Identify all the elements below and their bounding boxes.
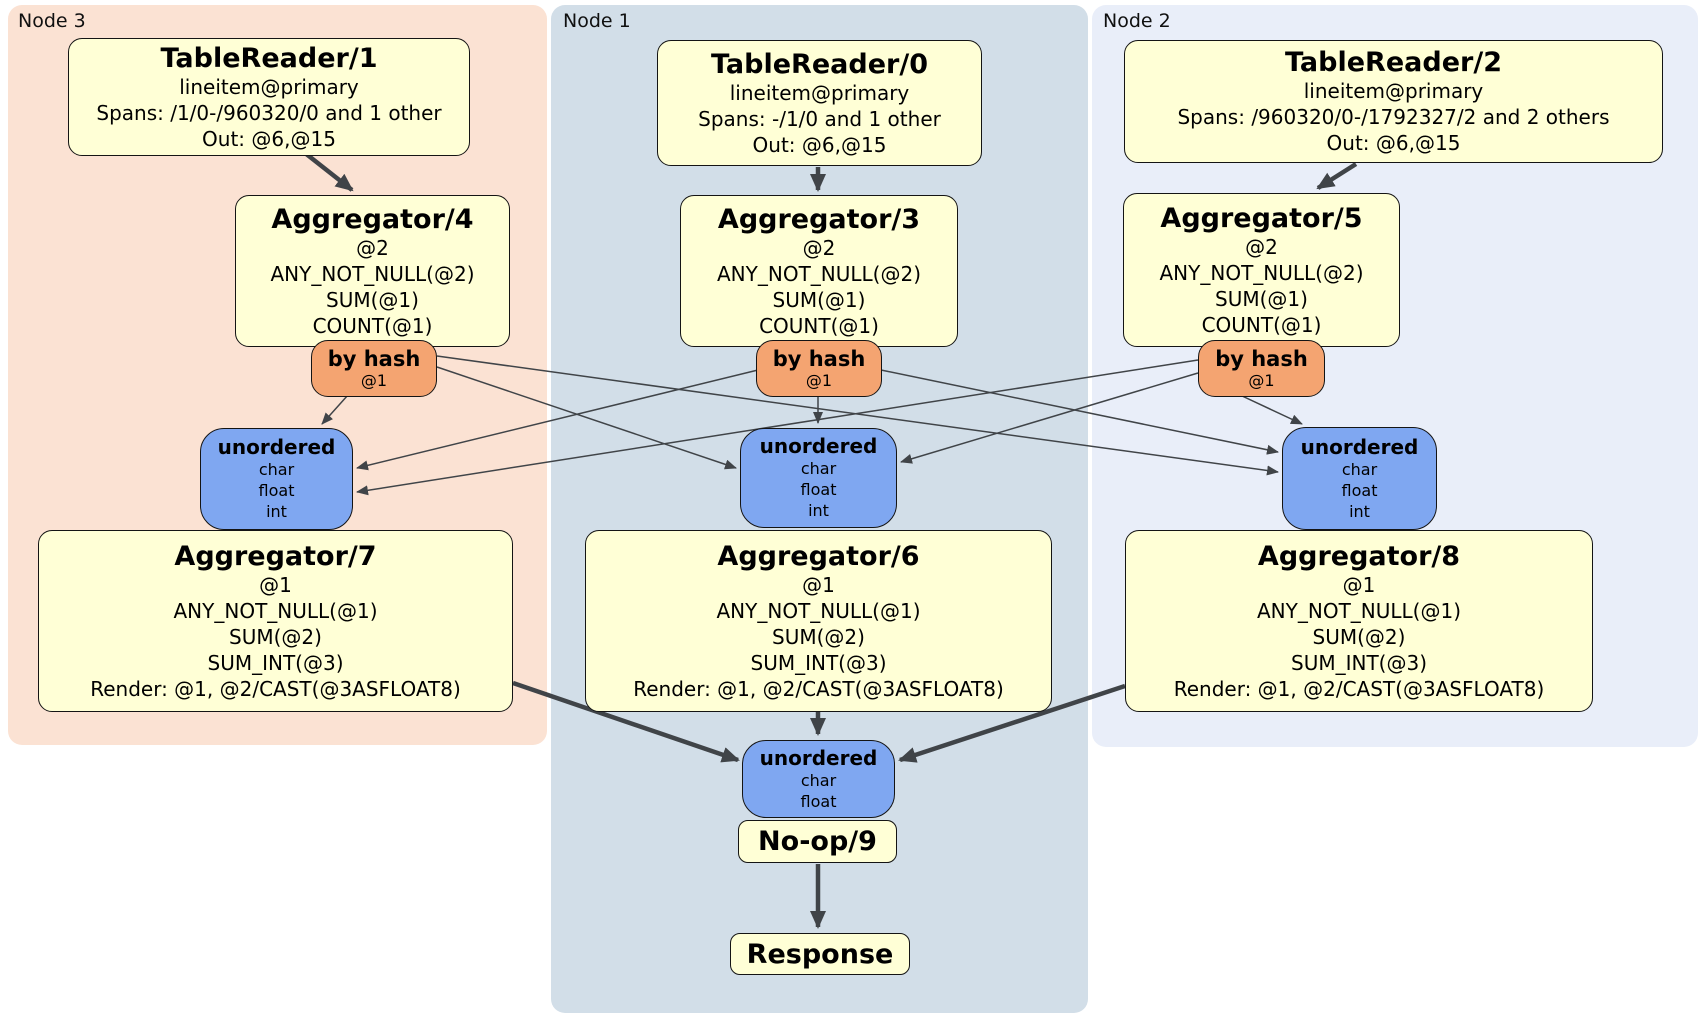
spans-label: Spans: /960320/0-/1792327/2 and 2 others xyxy=(1177,105,1610,129)
sync-title: unordered xyxy=(759,745,878,770)
processor-title: Aggregator/3 xyxy=(717,203,921,235)
sync-col: float xyxy=(1341,480,1378,500)
sync-title: unordered xyxy=(759,434,878,458)
hash-router-node3: by hash @1 xyxy=(311,340,437,397)
agg-expr: SUM(@2) xyxy=(229,624,322,649)
sync-title: unordered xyxy=(1300,434,1419,459)
hash-router-node1: by hash @1 xyxy=(756,340,882,397)
agg-expr: SUM_INT(@3) xyxy=(750,650,887,675)
group-key: @2 xyxy=(802,235,836,260)
sync-col: char xyxy=(800,459,837,478)
processor-title: TableReader/1 xyxy=(160,42,378,74)
agg-expr: ANY_NOT_NULL(@2) xyxy=(270,261,475,286)
processor-aggregator-6: Aggregator/6 @1 ANY_NOT_NULL(@1) SUM(@2)… xyxy=(585,530,1052,712)
agg-expr: COUNT(@1) xyxy=(759,313,879,338)
agg-expr: SUM_INT(@3) xyxy=(1291,650,1427,675)
router-title: by hash xyxy=(327,347,421,371)
unordered-sync-final: unordered char float xyxy=(742,740,895,818)
group-key: @1 xyxy=(259,572,292,597)
response-title: Response xyxy=(746,938,894,970)
unordered-sync-node1: unordered char float int xyxy=(740,428,897,528)
index-label: lineitem@primary xyxy=(729,80,910,105)
unordered-sync-node3: unordered char float int xyxy=(200,428,353,530)
processor-title: TableReader/0 xyxy=(711,48,928,80)
render-expr: Render: @1, @2/CAST(@3ASFLOAT8) xyxy=(633,676,1004,701)
agg-expr: SUM_INT(@3) xyxy=(207,650,344,675)
router-key: @1 xyxy=(805,371,833,390)
group-key: @2 xyxy=(356,235,389,260)
processor-tablereader-2: TableReader/2 lineitem@primary Spans: /9… xyxy=(1124,40,1663,163)
sync-col: int xyxy=(1349,501,1370,521)
processor-tablereader-1: TableReader/1 lineitem@primary Spans: /1… xyxy=(68,38,470,156)
group-key: @2 xyxy=(1245,234,1278,259)
processor-aggregator-5: Aggregator/5 @2 ANY_NOT_NULL(@2) SUM(@1)… xyxy=(1123,193,1400,347)
processor-aggregator-8: Aggregator/8 @1 ANY_NOT_NULL(@1) SUM(@2)… xyxy=(1125,530,1593,712)
sync-col: int xyxy=(266,502,287,521)
agg-expr: COUNT(@1) xyxy=(1201,312,1322,337)
hash-router-node2: by hash @1 xyxy=(1198,340,1325,397)
agg-expr: ANY_NOT_NULL(@1) xyxy=(173,598,378,623)
index-label: lineitem@primary xyxy=(1303,79,1484,103)
response-box: Response xyxy=(730,933,910,975)
out-label: Out: @6,@15 xyxy=(202,126,336,151)
index-label: lineitem@primary xyxy=(179,74,359,99)
render-expr: Render: @1, @2/CAST(@3ASFLOAT8) xyxy=(1173,676,1545,701)
render-expr: Render: @1, @2/CAST(@3ASFLOAT8) xyxy=(90,676,461,701)
agg-expr: ANY_NOT_NULL(@1) xyxy=(716,598,921,623)
group-key: @1 xyxy=(1342,572,1376,597)
out-label: Out: @6,@15 xyxy=(1326,131,1461,155)
node2-label: Node 2 xyxy=(1103,10,1171,32)
processor-title: Aggregator/7 xyxy=(174,540,377,572)
agg-expr: SUM(@2) xyxy=(772,624,865,649)
agg-expr: SUM(@2) xyxy=(1312,624,1406,649)
spans-label: Spans: -/1/0 and 1 other xyxy=(698,106,941,131)
sync-col: float xyxy=(258,481,295,500)
agg-expr: ANY_NOT_NULL(@2) xyxy=(717,261,921,286)
router-key: @1 xyxy=(1248,371,1275,390)
processor-noop-9: No-op/9 xyxy=(738,820,897,863)
processor-aggregator-3: Aggregator/3 @2 ANY_NOT_NULL(@2) SUM(@1)… xyxy=(680,195,958,347)
sync-title: unordered xyxy=(217,435,336,459)
out-label: Out: @6,@15 xyxy=(752,132,887,157)
processor-aggregator-7: Aggregator/7 @1 ANY_NOT_NULL(@1) SUM(@2)… xyxy=(38,530,513,712)
agg-expr: SUM(@1) xyxy=(1215,286,1308,311)
spans-label: Spans: /1/0-/960320/0 and 1 other xyxy=(96,100,442,125)
node1-label: Node 1 xyxy=(563,10,631,32)
agg-expr: SUM(@1) xyxy=(772,287,866,312)
processor-tablereader-0: TableReader/0 lineitem@primary Spans: -/… xyxy=(657,40,982,166)
sync-col: float xyxy=(800,480,837,499)
router-key: @1 xyxy=(360,371,388,390)
processor-aggregator-4: Aggregator/4 @2 ANY_NOT_NULL(@2) SUM(@1)… xyxy=(235,195,510,347)
agg-expr: COUNT(@1) xyxy=(312,313,433,338)
processor-title: No-op/9 xyxy=(758,826,877,857)
router-title: by hash xyxy=(772,347,866,371)
processor-title: Aggregator/4 xyxy=(271,203,474,235)
sync-col: float xyxy=(800,791,837,811)
unordered-sync-node2: unordered char float int xyxy=(1282,427,1437,530)
agg-expr: ANY_NOT_NULL(@2) xyxy=(1159,260,1364,285)
node3-label: Node 3 xyxy=(18,10,86,32)
sync-col: char xyxy=(258,460,295,479)
sync-col: int xyxy=(808,501,829,520)
agg-expr: SUM(@1) xyxy=(326,287,419,312)
sync-col: char xyxy=(1341,459,1378,479)
processor-title: TableReader/2 xyxy=(1285,47,1502,78)
router-title: by hash xyxy=(1215,347,1308,371)
processor-title: Aggregator/6 xyxy=(717,540,920,572)
agg-expr: ANY_NOT_NULL(@1) xyxy=(1257,598,1461,623)
processor-title: Aggregator/5 xyxy=(1160,202,1363,234)
sync-col: char xyxy=(800,770,837,790)
processor-title: Aggregator/8 xyxy=(1257,540,1461,572)
group-key: @1 xyxy=(802,572,835,597)
